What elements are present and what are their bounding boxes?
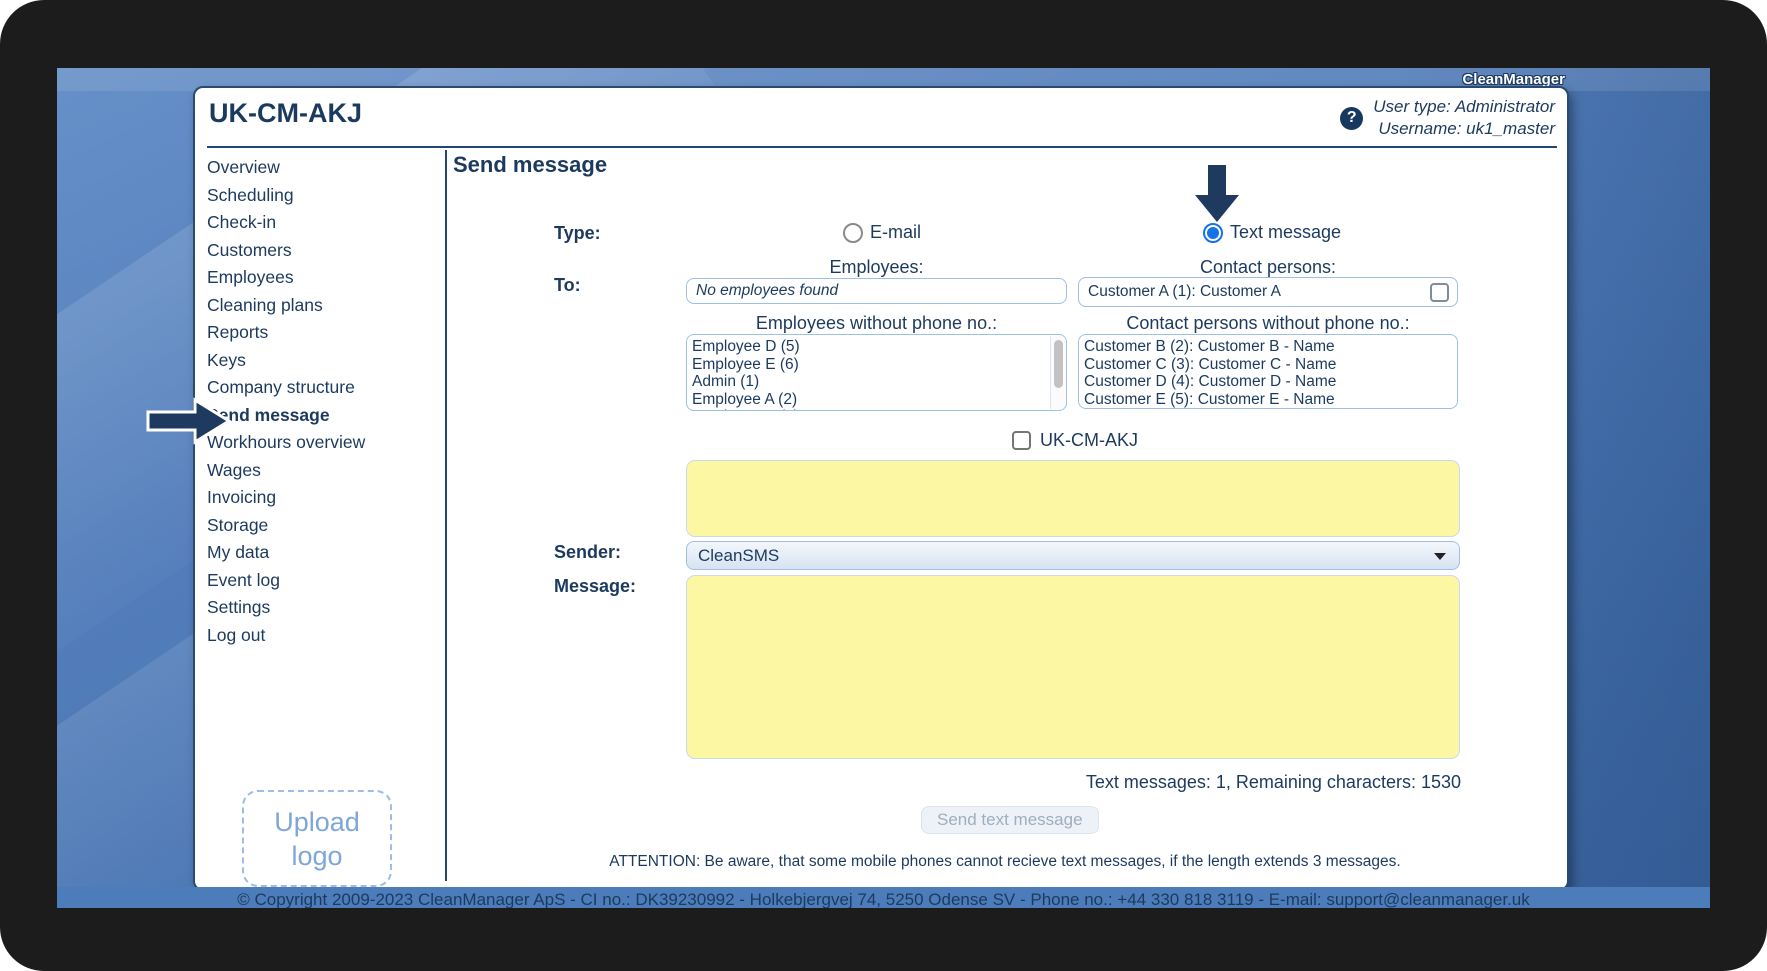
employee-list-item[interactable]: Employee E (6) <box>692 355 799 373</box>
page-title: UK-CM-AKJ <box>209 98 362 128</box>
user-type-text: User type: Administrator <box>1373 97 1555 116</box>
sidebar-item[interactable]: Scheduling <box>207 184 294 205</box>
message-textarea[interactable] <box>686 575 1460 759</box>
sidebar-item[interactable]: My data <box>207 542 270 562</box>
username-text: Username: uk1_master <box>1378 119 1555 138</box>
browser-title-bar: CleanManager <box>57 68 1710 91</box>
help-icon[interactable]: ? <box>1340 106 1364 130</box>
sidebar-item[interactable]: Customers <box>207 239 292 260</box>
employees-search-input[interactable]: No employees found <box>686 278 1067 304</box>
user-info: User type: Administrator Username: uk1_m… <box>1373 96 1555 140</box>
sidebar-item[interactable]: Send message <box>207 404 330 425</box>
sidebar-item[interactable]: Reports <box>207 322 269 342</box>
employee-list-item[interactable]: Employee A (2) <box>692 390 798 408</box>
sidebar-item[interactable]: Employees <box>207 267 294 287</box>
scrollbar-thumb[interactable] <box>1054 340 1063 388</box>
sidebar-menu: Overview Scheduling Check-in Customers E… <box>207 154 365 649</box>
sender-select[interactable]: CleanSMS <box>686 541 1460 570</box>
sidebar-item[interactable]: Event log <box>207 569 280 590</box>
company-checkbox[interactable] <box>1012 431 1031 450</box>
desktop: CleanManager UK-CM-AKJ ? User type: Admi… <box>57 68 1710 908</box>
contact-persons-column-header: Contact persons: <box>1199 257 1337 277</box>
sidebar-item[interactable]: Company structure <box>207 377 355 397</box>
footer-bar: © Copyright 2009-2023 CleanManager ApS -… <box>57 887 1710 908</box>
email-radio-label: E-mail <box>870 222 922 242</box>
type-label: Type: <box>554 223 601 243</box>
contacts-without-phone-header: Contact persons without phone no.: <box>1126 313 1410 333</box>
contact-list-item[interactable]: Customer D (4): Customer D - Name <box>1084 373 1337 390</box>
sidebar-item[interactable]: Storage <box>207 514 269 535</box>
employees-column-header: Employees: <box>829 257 924 277</box>
contact-list-item[interactable]: Customer E (5): Customer E - Name <box>1084 390 1335 408</box>
app-window: UK-CM-AKJ ? User type: Administrator Use… <box>146 86 1569 891</box>
sidebar-item[interactable]: Invoicing <box>207 487 277 507</box>
employee-list-item[interactable]: Employee B (3) <box>692 408 1050 410</box>
email-radio[interactable] <box>843 222 863 243</box>
attention-note: ATTENTION: Be aware, that some mobile ph… <box>609 853 1401 870</box>
employee-list-item[interactable]: Admin (1) <box>692 373 760 390</box>
pointer-arrow-right-icon <box>146 397 232 445</box>
type-option-email: E-mail <box>843 222 921 243</box>
to-label: To: <box>554 275 581 295</box>
employees-without-phone-listbox[interactable]: Employee D (5) Employee E (6) Admin (1) … <box>686 334 1067 411</box>
scrollbar-track[interactable] <box>1050 336 1065 409</box>
company-checkbox-label: UK-CM-AKJ <box>1040 430 1138 450</box>
contact-person-checkbox[interactable] <box>1430 282 1449 302</box>
message-label: Message: <box>554 576 637 596</box>
sidebar-item[interactable]: Cleaning plans <box>207 294 323 315</box>
contact-list-item[interactable]: Customer C (3): Customer C - Name <box>1084 355 1337 373</box>
brand-text: CleanManager <box>1462 71 1565 88</box>
additional-recipients-textarea[interactable] <box>686 460 1460 537</box>
user-info-block: ? User type: Administrator Username: uk1… <box>1340 96 1555 140</box>
contact-person-value: Customer A (1): Customer A <box>1088 283 1281 300</box>
character-counter: Text messages: 1, Remaining characters: … <box>1085 772 1461 792</box>
company-checkbox-row: UK-CM-AKJ <box>1012 430 1138 451</box>
sidebar-item[interactable]: Log out <box>207 624 266 645</box>
employees-search-value: No employees found <box>696 282 839 299</box>
sidebar-item[interactable]: Overview <box>207 157 280 177</box>
sidebar-item[interactable]: Settings <box>207 597 271 617</box>
contacts-without-phone-listbox[interactable]: Customer B (2): Customer B - Name Custom… <box>1078 334 1458 409</box>
sidebar-item[interactable]: Wages <box>207 459 261 480</box>
type-option-text-message: Text message <box>1203 222 1341 243</box>
sender-label: Sender: <box>554 542 622 562</box>
contact-person-row[interactable]: Customer A (1): Customer A <box>1078 277 1458 307</box>
sender-value: CleanSMS <box>698 545 780 565</box>
sidebar-item[interactable]: Workhours overview <box>207 432 366 452</box>
employee-list-item[interactable]: Employee D (5) <box>692 338 800 355</box>
sidebar-divider <box>445 150 447 881</box>
employees-without-phone-header: Employees without phone no.: <box>755 313 998 333</box>
chevron-down-icon <box>1434 553 1446 560</box>
contact-list-item[interactable]: Customer B (2): Customer B - Name <box>1084 338 1335 355</box>
text-message-radio[interactable] <box>1203 222 1223 243</box>
send-text-message-button[interactable]: Send text message <box>921 806 1099 834</box>
pointer-arrow-down-icon <box>1195 165 1239 222</box>
copyright-text: © Copyright 2009-2023 CleanManager ApS -… <box>237 890 1530 908</box>
text-message-radio-label: Text message <box>1230 222 1342 242</box>
sidebar-item[interactable]: Keys <box>207 349 246 370</box>
header-divider <box>207 146 1557 148</box>
section-title: Send message <box>453 152 608 177</box>
sidebar-item[interactable]: Check-in <box>207 212 277 232</box>
